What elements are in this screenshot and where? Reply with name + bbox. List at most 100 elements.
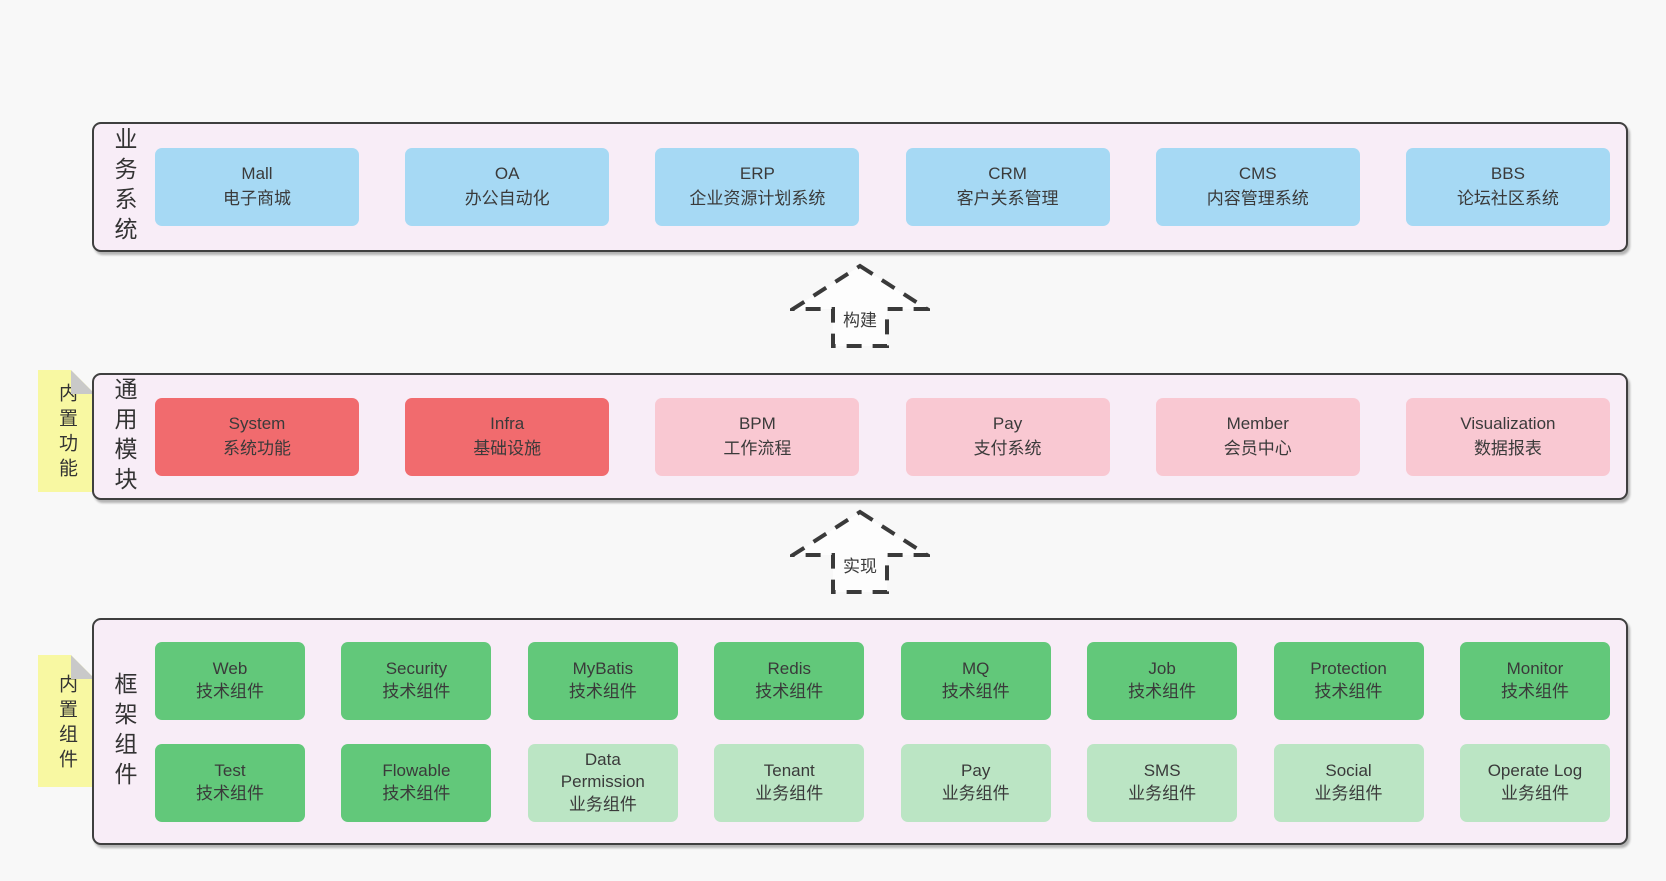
box-pay: Pay 支付系统	[905, 397, 1110, 476]
box-title: Visualization	[1460, 413, 1556, 433]
box-title: Protection	[1310, 659, 1387, 679]
box-title: ERP	[739, 164, 775, 184]
arrow-label: 构建	[840, 306, 880, 331]
box-subtitle: 基础设施	[473, 438, 542, 458]
box-visualization: Visualization 数据报表	[1405, 397, 1610, 476]
box-title: Redis	[767, 659, 811, 679]
box-subtitle: 业务组件	[1314, 783, 1383, 803]
box-title: BPM	[738, 413, 776, 433]
box-subtitle: 技术组件	[382, 681, 451, 701]
box-title: CMS	[1238, 164, 1277, 184]
section-business-systems: 业务系统 Mall 电子商城 OA 办公自动化 ERP 企业资源计划系统 CRM 客户关系管理…	[92, 122, 1628, 252]
arrow-label: 实现	[840, 552, 880, 577]
box-title: MyBatis	[572, 659, 634, 679]
box-cms: CMS 内容管理系统	[1155, 148, 1360, 226]
box-title: OA	[494, 164, 520, 184]
box-oa: OA 办公自动化	[405, 148, 610, 226]
box-title: MQ	[961, 659, 990, 679]
box-title: Flowable	[382, 761, 451, 781]
box-subtitle: 技术组件	[755, 681, 824, 701]
box-subtitle: 业务组件	[1500, 783, 1569, 803]
box-infra: Infra 基础设施	[405, 397, 610, 476]
box-title: Social	[1325, 761, 1372, 781]
section-label: 业务系统	[111, 127, 137, 247]
box-title: System	[228, 413, 286, 433]
box-title: CRM	[988, 164, 1027, 184]
box-subtitle: 支付系统	[973, 438, 1042, 458]
box-subtitle: 企业资源计划系统	[689, 189, 826, 208]
sticky-label: 内置功能	[56, 383, 77, 484]
box-title: Security	[385, 659, 448, 679]
box-subtitle: 工作流程	[723, 438, 792, 458]
box-subtitle: 业务组件	[755, 783, 824, 803]
sticky-note-built-in-components: 内置组件	[38, 655, 95, 787]
box-title: Job	[1148, 659, 1176, 679]
box-title: Pay	[961, 761, 991, 781]
box-subtitle: 办公自动化	[464, 189, 550, 208]
box-subtitle: 系统功能	[223, 438, 291, 458]
box-subtitle: 数据报表	[1473, 438, 1542, 458]
box-subtitle: 技术组件	[941, 681, 1010, 701]
box-title: Infra	[490, 413, 525, 433]
box-bbs: BBS 论坛社区系统	[1405, 148, 1610, 226]
box-subtitle: 业务组件	[1128, 783, 1197, 803]
box-title: BBS	[1490, 164, 1525, 184]
box-subtitle: 会员中心	[1223, 438, 1292, 458]
box-subtitle: 技术组件	[1128, 681, 1197, 701]
box-bpm: BPM 工作流程	[655, 397, 860, 476]
box-erp: ERP 企业资源计划系统	[655, 148, 860, 226]
box-subtitle: 技术组件	[1314, 681, 1383, 701]
box-subtitle: 业务组件	[941, 783, 1010, 803]
box-subtitle: 技术组件	[1500, 681, 1569, 701]
box-subtitle: 客户关系管理	[956, 189, 1059, 208]
box-row: Mall 电子商城 OA 办公自动化 ERP 企业资源计划系统 CRM 客户关系管理 CMS 内容…	[155, 148, 1610, 226]
sticky-note-built-in-features: 内置功能	[38, 370, 95, 492]
section-label: 通用模块	[111, 376, 137, 497]
box-subtitle: 技术组件	[196, 681, 264, 701]
box-mall: Mall 电子商城	[155, 148, 359, 226]
box-title: Web	[212, 659, 248, 679]
box-subtitle: 电子商城	[223, 189, 291, 208]
box-title: Monitor	[1506, 659, 1564, 679]
box-subtitle: 内容管理系统	[1206, 189, 1309, 208]
section-common-modules: 通用模块 System 系统功能 Infra 基础设施 BPM 工作流程 Pay 支付系统 Me…	[92, 373, 1628, 500]
sticky-label: 内置组件	[56, 673, 77, 774]
box-system: System 系统功能	[155, 397, 359, 476]
implement-arrow-icon: 实现	[790, 508, 930, 596]
box-title: Pay	[992, 413, 1023, 433]
box-title: SMS	[1143, 761, 1181, 781]
box-title: Test	[214, 761, 246, 781]
box-subtitle: 论坛社区系统	[1456, 189, 1559, 208]
section-box-grid: Mall 电子商城 OA 办公自动化 ERP 企业资源计划系统 CRM 客户关系管理 CMS 内容…	[155, 124, 1610, 250]
box-subtitle: 业务组件	[568, 794, 637, 814]
build-arrow-icon: 构建	[790, 262, 930, 350]
section-label: 框架组件	[111, 671, 137, 792]
box-title: Tenant	[763, 761, 815, 781]
box-title: Mall	[241, 164, 273, 184]
box-subtitle: 技术组件	[382, 783, 451, 803]
box-subtitle: 技术组件	[568, 681, 637, 701]
box-crm: CRM 客户关系管理	[905, 148, 1110, 226]
box-subtitle: 技术组件	[196, 783, 264, 803]
